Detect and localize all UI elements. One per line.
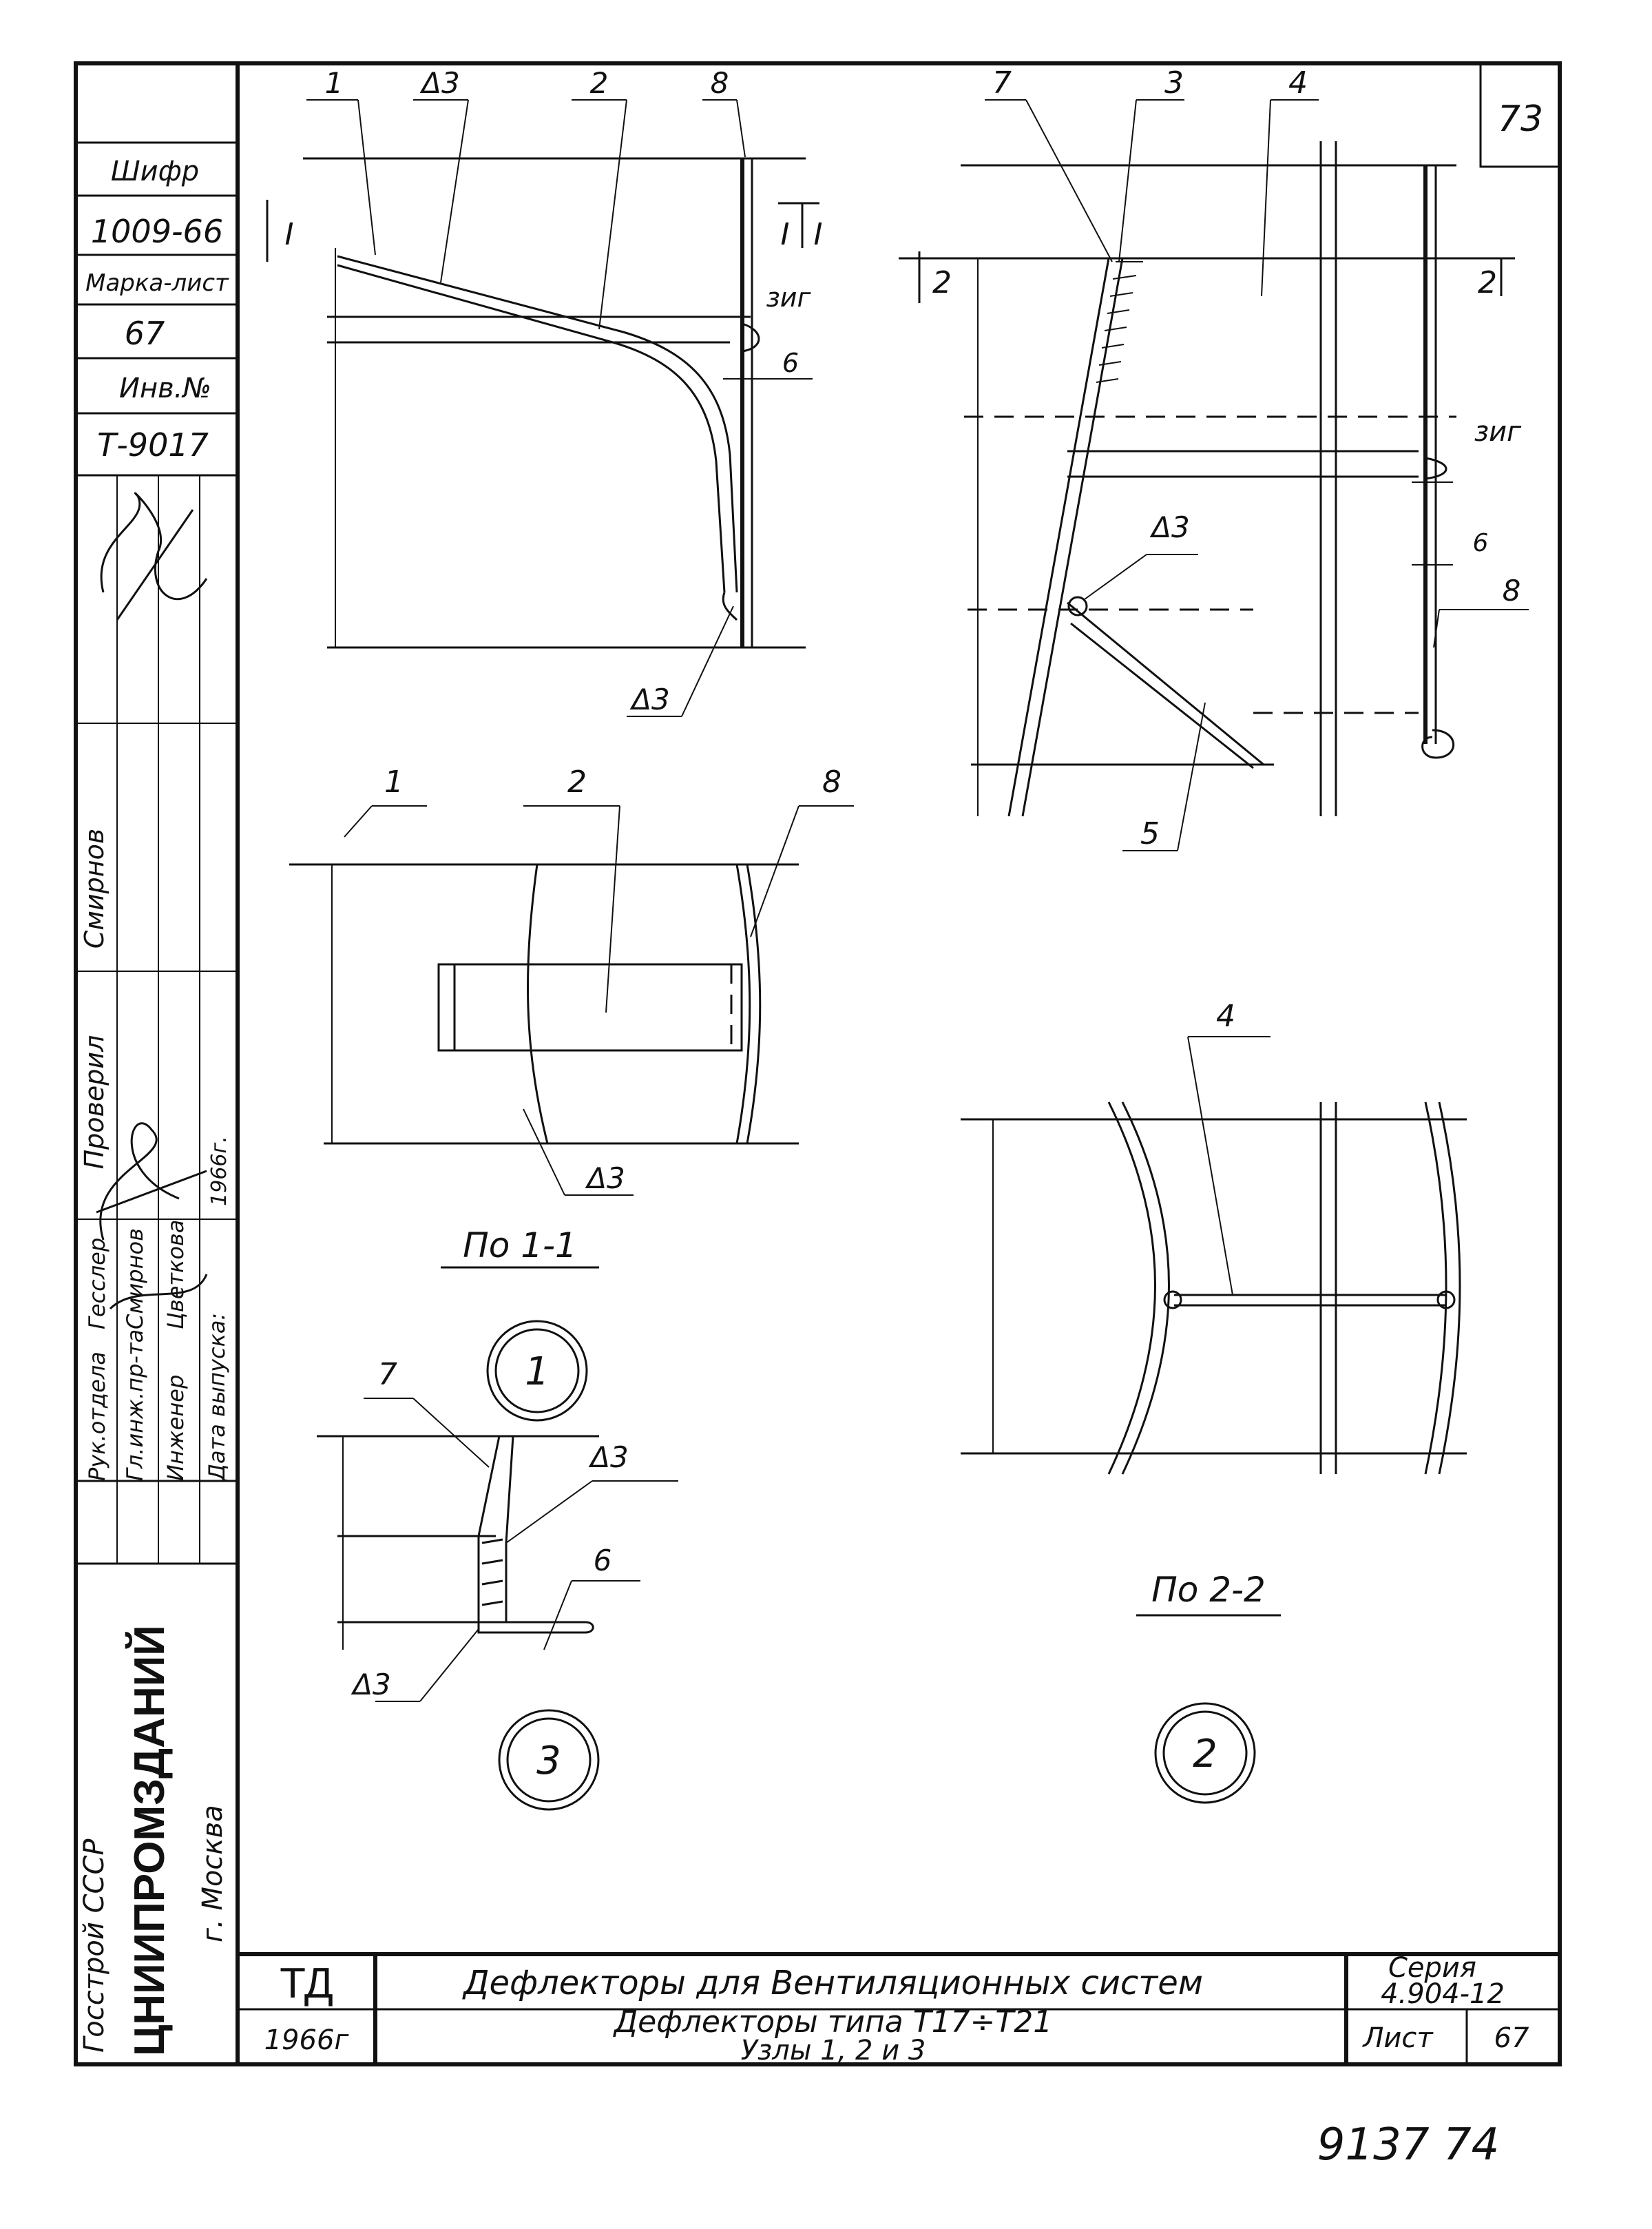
node2-label-5: 5 xyxy=(1140,816,1160,851)
list-value: 67 xyxy=(1494,2022,1529,2054)
node3-label-d3-bottom: Δ3 xyxy=(351,1668,390,1701)
node3-circle-number: 3 xyxy=(536,1739,561,1783)
shifr-label: Шифр xyxy=(111,156,199,187)
node2-label-6: 6 xyxy=(1473,529,1489,557)
signature-1 xyxy=(100,492,208,621)
node2-label-7: 7 xyxy=(992,65,1012,101)
name-3: Цветкова xyxy=(163,1220,189,1329)
node1-cut-right-b: I xyxy=(814,217,823,252)
title-line-3: Узлы 1, 2 и 3 xyxy=(741,2035,926,2066)
node1-label-8: 8 xyxy=(711,66,729,100)
node1-cut-right: I xyxy=(781,217,790,252)
sheet-number: 73 xyxy=(1498,99,1543,140)
marka-label: Марка-лист xyxy=(85,269,229,297)
node1-label-d3: Δ3 xyxy=(419,66,459,100)
node3-label-6: 6 xyxy=(594,1544,612,1577)
node1-label-zig: зиг xyxy=(766,282,812,313)
node1-label-2: 2 xyxy=(590,66,609,100)
title-year: 1966г xyxy=(264,2024,350,2056)
sheet-frame xyxy=(74,61,1562,2066)
footer-number: 9137 74 xyxy=(1317,2119,1500,2170)
surname-smirnov: Смирнов xyxy=(79,829,109,949)
marka-value: 67 xyxy=(125,315,165,352)
org-line-1: Госстрой СССР xyxy=(79,1838,110,2053)
role-4: Дата выпуска: xyxy=(204,1313,230,1482)
section1-label-8: 8 xyxy=(822,765,841,800)
role-3: Инженер xyxy=(163,1375,189,1481)
name-1: Гесслер xyxy=(84,1238,110,1329)
node2-label-3: 3 xyxy=(1164,65,1184,101)
series-value: 4.904-12 xyxy=(1381,1978,1505,2010)
node2-label-8: 8 xyxy=(1503,574,1521,608)
node3-label-d3-top: Δ3 xyxy=(588,1440,628,1474)
org-line-3: г. Москва xyxy=(197,1805,229,1942)
node1-label-1: 1 xyxy=(325,66,344,100)
list-label: Лист xyxy=(1361,2022,1434,2054)
section1-label-2: 2 xyxy=(567,765,587,800)
node1-label-d3-lower: Δ3 xyxy=(629,683,669,716)
node2-circle-number: 2 xyxy=(1193,1732,1217,1776)
stamp-year: 1966г. xyxy=(207,1136,231,1206)
node1-cut-left: I xyxy=(285,217,294,252)
node2-label-4: 4 xyxy=(1288,65,1308,101)
section1-caption: По 1-1 xyxy=(463,1225,577,1265)
node2-main-view: 7 3 4 2 2 зиг 6 Δ3 8 5 xyxy=(899,65,1529,851)
title-code: ТД xyxy=(280,1960,333,2007)
node2-label-zig: зиг xyxy=(1474,416,1522,448)
org-line-2: ЦНИИПРОМЗДАНИЙ xyxy=(125,1625,174,2056)
node1-label-6: 6 xyxy=(782,348,799,378)
node2-label-d3: Δ3 xyxy=(1149,510,1189,544)
node3-label-7: 7 xyxy=(378,1357,397,1392)
title-line-1: Дефлекторы для Вентиляционных систем xyxy=(462,1964,1203,2002)
section2-label-4: 4 xyxy=(1216,999,1235,1034)
node3-view: 7 Δ3 6 Δ3 3 xyxy=(317,1357,678,1811)
signature-2 xyxy=(96,1122,208,1310)
inv-label: Инв.№ xyxy=(119,373,211,404)
title-line-2: Дефлекторы типа Т17÷Т21 xyxy=(613,2004,1053,2040)
node2-cut-left: 2 xyxy=(932,265,952,300)
stamp-column: Шифр 1009-66 Марка-лист 67 Инв.№ Т-9017 … xyxy=(76,141,238,2056)
title-block: ТД 1966г Дефлекторы для Вентиляционных с… xyxy=(264,1952,1529,2066)
node1-section-view: 1 2 8 Δ3 По 1-1 1 xyxy=(289,765,854,1422)
node1-circle-number: 1 xyxy=(525,1349,550,1394)
node2-cut-right: 2 xyxy=(1478,265,1497,300)
inv-value: Т-9017 xyxy=(97,426,209,464)
role-1: Рук.отдела xyxy=(84,1351,110,1481)
shifr-value: 1009-66 xyxy=(91,213,223,250)
role-2: Гл.инж.пр-та xyxy=(122,1329,148,1481)
series-label: Серия xyxy=(1388,1952,1476,1984)
proveril-label: Проверил xyxy=(79,1035,109,1170)
section1-label-1: 1 xyxy=(384,765,404,800)
section2-caption: По 2-2 xyxy=(1151,1570,1266,1610)
node1-main-view: 1 Δ3 2 8 I I I зиг 6 Δ3 xyxy=(266,66,823,717)
section1-label-d3: Δ3 xyxy=(585,1161,625,1195)
node2-section-view: 4 По 2-2 2 xyxy=(961,999,1467,1804)
name-2: Смирнов xyxy=(122,1228,148,1329)
